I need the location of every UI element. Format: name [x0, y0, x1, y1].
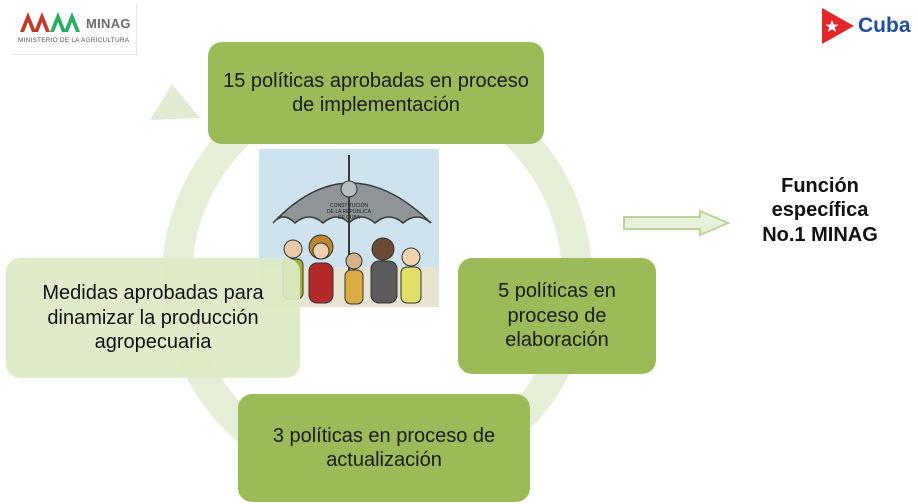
- svg-text:CONSTITUCIÓN: CONSTITUCIÓN: [330, 202, 368, 209]
- cuba-flag-icon: [822, 8, 854, 44]
- cuba-logo: Cuba: [818, 6, 911, 46]
- minag-logo: MINAG MINISTERIO DE LA AGRICULTURA: [12, 4, 137, 55]
- cycle-box-left: Medidas aprobadas para dinamizar la prod…: [6, 258, 300, 378]
- minag-logo-name: MINAG: [86, 16, 131, 31]
- right-arrow-icon: [623, 209, 731, 237]
- cycle-box-right: 5 políticas en proceso de elaboración: [458, 258, 656, 374]
- svg-text:DE LA REPÚBLICA: DE LA REPÚBLICA: [327, 208, 372, 215]
- cycle-box-top: 15 políticas aprobadas en proceso de imp…: [208, 42, 544, 144]
- umbrella-cartoon: CONSTITUCIÓN DE LA REPÚBLICA DE CUBA: [259, 149, 439, 307]
- minag-logo-subtitle: MINISTERIO DE LA AGRICULTURA: [18, 37, 130, 44]
- svg-text:DE CUBA: DE CUBA: [338, 215, 361, 221]
- cuba-logo-text: Cuba: [858, 14, 911, 37]
- cycle-arrowhead-icon: [150, 84, 200, 120]
- minag-mark-icon: [20, 12, 80, 32]
- cycle-box-bottom: 3 políticas en proceso de actualización: [238, 394, 530, 502]
- outcome-label: Función específica No.1 MINAG: [762, 175, 878, 246]
